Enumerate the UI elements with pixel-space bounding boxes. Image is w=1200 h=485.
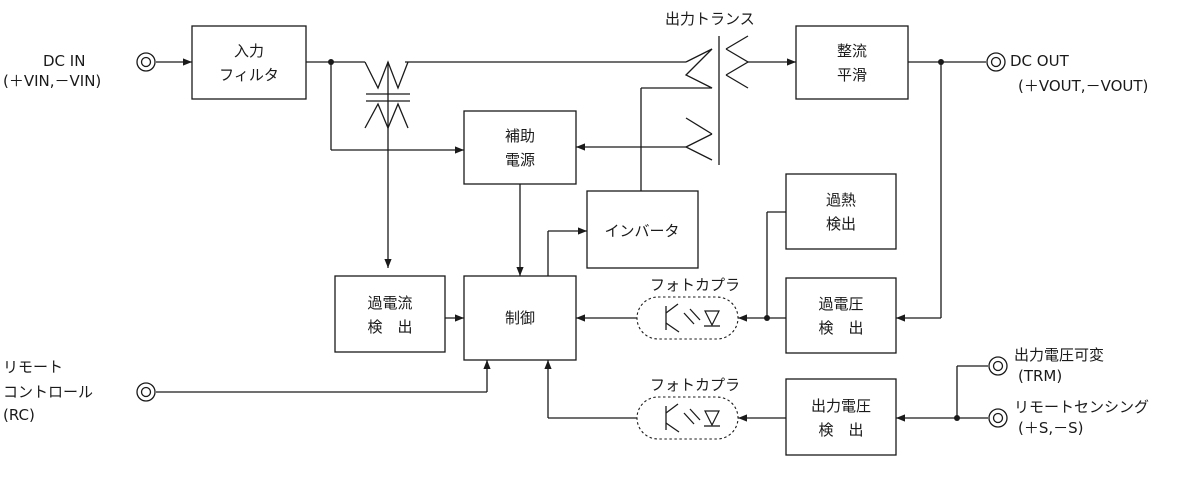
block-overvoltage: 過電圧 検 出: [785, 277, 897, 354]
overvoltage-line1: 過電圧: [818, 295, 863, 313]
aux-power-line2: 電源: [505, 151, 535, 169]
output-transformer-label: 出力トランス: [665, 10, 755, 28]
input-filter-line2: フィルタ: [219, 66, 279, 84]
photocoupler-top-label: フォトカプラ: [650, 276, 740, 294]
rectifier-line1: 整流: [837, 42, 867, 60]
terminal-remote-control: [136, 382, 156, 402]
block-output-voltage-detect: 出力電圧 検 出: [785, 378, 897, 456]
wiring: [156, 58, 988, 422]
current-transformer: [364, 60, 410, 130]
photocoupler-top: [636, 296, 739, 340]
overheat-line2: 検出: [826, 215, 856, 233]
block-overheat: 過熱 検出: [785, 173, 897, 250]
block-aux-power: 補助 電源: [463, 110, 577, 185]
block-inverter: インバータ: [586, 190, 699, 269]
remote-control-line1: リモート: [3, 358, 63, 376]
dc-in-sub: (＋VIN,－VIN): [3, 72, 101, 90]
junctions: [328, 59, 960, 421]
remote-control-sub: (RC): [3, 406, 35, 424]
junction-dot: [764, 315, 770, 321]
output-voltage-detect-line2: 検 出: [818, 421, 863, 439]
rectifier-line2: 平滑: [837, 66, 867, 84]
dc-out-sub: (＋VOUT,－VOUT): [1018, 77, 1148, 95]
dc-out-label: DC OUT: [1010, 52, 1070, 70]
trm-sub: (TRM): [1018, 367, 1062, 385]
block-overcurrent: 過電流 検 出: [334, 275, 446, 353]
junction-dot: [954, 415, 960, 421]
dc-in-label: DC IN: [43, 52, 85, 70]
inverter-line1: インバータ: [604, 222, 679, 240]
overvoltage-line2: 検 出: [818, 319, 863, 337]
block-control: 制御: [463, 275, 577, 361]
terminal-dc-out: [986, 52, 1006, 72]
sensing-sub: (＋S,－S): [1018, 419, 1084, 437]
sensing-label: リモートセンシング: [1014, 398, 1149, 416]
overcurrent-line2: 検 出: [367, 318, 412, 336]
output-voltage-detect-line1: 出力電圧: [811, 397, 871, 415]
terminal-sensing: [988, 408, 1008, 428]
terminal-dc-in: [136, 52, 156, 72]
output-transformer: [684, 35, 750, 165]
control-line1: 制御: [505, 309, 535, 327]
aux-power-line1: 補助: [505, 127, 535, 145]
overheat-line1: 過熱: [826, 191, 856, 209]
photocoupler-bottom-label: フォトカプラ: [650, 376, 740, 394]
trm-label: 出力電圧可変: [1014, 346, 1104, 364]
terminal-trm: [988, 356, 1008, 376]
overcurrent-line1: 過電流: [367, 294, 412, 312]
photocoupler-bottom: [636, 396, 739, 440]
block-rectifier: 整流 平滑: [795, 25, 909, 100]
remote-control-line2: コントロール: [3, 383, 93, 401]
junction-dot: [938, 59, 944, 65]
junction-dot: [328, 59, 334, 65]
input-filter-line1: 入力: [234, 42, 264, 60]
block-input-filter: 入力 フィルタ: [191, 25, 307, 100]
